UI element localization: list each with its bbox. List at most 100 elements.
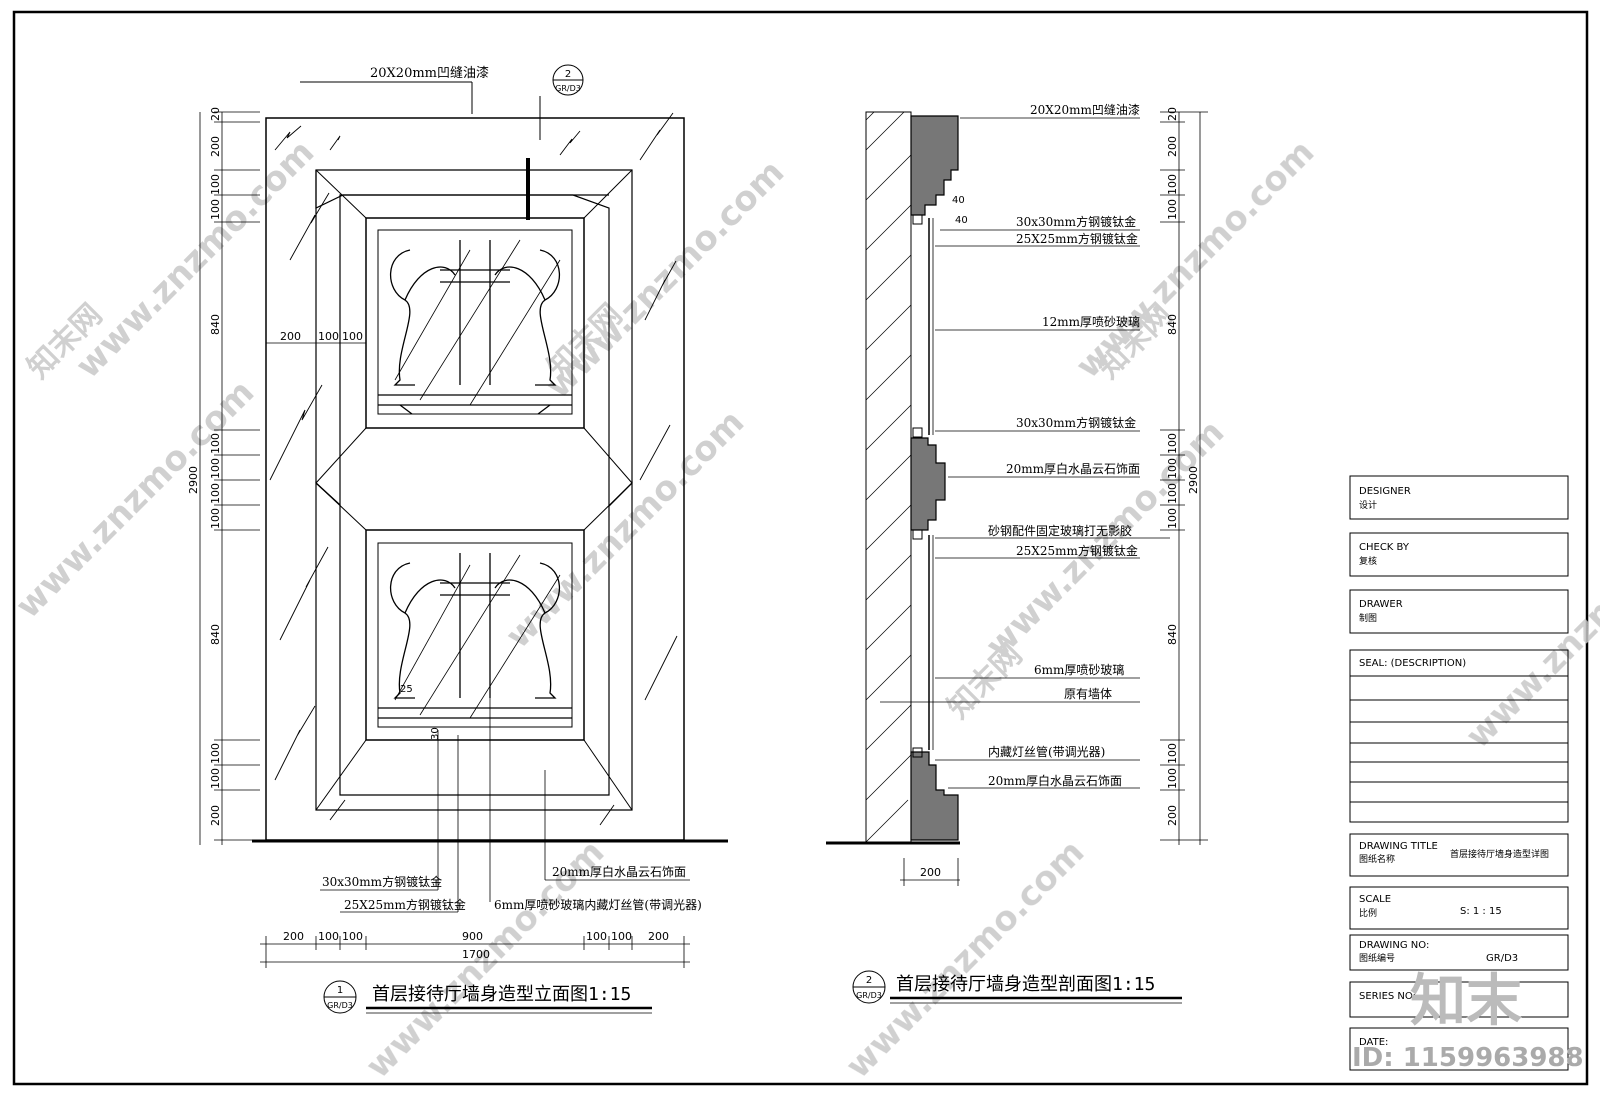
tb-drawing-no-en: DRAWING NO: bbox=[1359, 940, 1429, 951]
elevation-outer-panel bbox=[265, 117, 685, 841]
elevation-callout-1: 30x30mm方钢镀钛金 bbox=[322, 874, 442, 889]
watermark-id: ID: 1159963988 bbox=[1352, 1043, 1584, 1073]
section-dim-small-1: 40 bbox=[952, 195, 965, 206]
dim-bottom-1: 200 bbox=[283, 930, 304, 943]
section-right-dims bbox=[1160, 111, 1208, 845]
section-leaders bbox=[880, 117, 1170, 789]
section-dim-4: 100 bbox=[1166, 199, 1179, 220]
dim-small-25: 25 bbox=[400, 684, 413, 695]
upper-grille-ornament bbox=[378, 240, 572, 415]
tb-designer-cn: 设计 bbox=[1359, 499, 1377, 511]
dim-small-30: 30 bbox=[430, 727, 441, 740]
tb-drawing-title-cn: 图纸名称 bbox=[1359, 853, 1395, 865]
dim-left-4: 100 bbox=[209, 199, 222, 220]
section-mark-sheet: GR/D3 bbox=[555, 84, 581, 93]
dim-left-7: 100 bbox=[209, 458, 222, 479]
section-dim-12: 100 bbox=[1166, 768, 1179, 789]
elevation-callout-leaders bbox=[320, 650, 690, 913]
section-mark-num: 2 bbox=[565, 69, 571, 80]
tb-drawing-no-value: GR/D3 bbox=[1486, 953, 1518, 964]
elevation-ref-num: 1 bbox=[337, 985, 343, 996]
watermark-logo: 知末 bbox=[1410, 969, 1522, 1034]
tb-drawer-en: DRAWER bbox=[1359, 599, 1403, 610]
dim-inner-1: 200 bbox=[280, 330, 301, 343]
section-label-3: 25X25mm方钢镀钛金 bbox=[1016, 231, 1138, 246]
section-label-9: 6mm厚喷砂玻璃 bbox=[1034, 663, 1124, 677]
wall-hatch bbox=[865, 111, 912, 843]
section-label-12: 20mm厚白水晶云石饰面 bbox=[988, 773, 1122, 788]
section-title: 首层接待厅墙身造型剖面图1:15 bbox=[896, 974, 1155, 995]
glass-hatching bbox=[394, 239, 561, 719]
dim-left-5: 840 bbox=[209, 314, 222, 335]
tb-drawing-title-en: DRAWING TITLE bbox=[1359, 841, 1438, 852]
tb-seal: SEAL: (DESCRIPTION) bbox=[1359, 658, 1466, 669]
dim-bottom-3: 100 bbox=[342, 930, 363, 943]
section-label-1: 20X20mm凹缝油漆 bbox=[1030, 102, 1140, 117]
watermark-brand-3: 知末网 bbox=[941, 637, 1029, 725]
dim-bottom-2: 100 bbox=[318, 930, 339, 943]
section-cladding-bottom bbox=[910, 751, 959, 841]
tb-scale-cn: 比例 bbox=[1359, 907, 1377, 919]
section-dim-1: 20 bbox=[1166, 107, 1179, 121]
dim-bottom-4: 900 bbox=[462, 930, 483, 943]
elevation-title: 首层接待厅墙身造型立面图1:15 bbox=[372, 984, 631, 1005]
watermark-site-6: www.znzmo.com bbox=[978, 412, 1232, 666]
elevation-callout-2: 25X25mm方钢镀钛金 bbox=[344, 897, 466, 912]
tb-scale-value: S: 1 : 15 bbox=[1460, 906, 1502, 917]
elevation-left-dims bbox=[199, 111, 260, 845]
section-dim-6: 100 bbox=[1166, 433, 1179, 454]
section-dim-3: 100 bbox=[1166, 174, 1179, 195]
section-label-11: 内藏灯丝管(带调光器) bbox=[988, 744, 1105, 759]
dim-left-10: 840 bbox=[209, 624, 222, 645]
watermark-site-8: www.znzmo.com bbox=[838, 832, 1092, 1086]
section-dim-10: 840 bbox=[1166, 624, 1179, 645]
dim-left-2: 200 bbox=[209, 136, 222, 157]
title-block bbox=[1349, 475, 1569, 1071]
tb-check-en: CHECK BY bbox=[1359, 542, 1410, 553]
dim-inner-3: 100 bbox=[342, 330, 363, 343]
tb-drawing-no-cn: 图纸编号 bbox=[1359, 952, 1395, 964]
marble-veins bbox=[269, 112, 678, 826]
dim-left-6: 100 bbox=[209, 433, 222, 454]
dim-left-9: 100 bbox=[209, 508, 222, 529]
tb-drawer-cn: 制图 bbox=[1359, 612, 1377, 624]
tb-check-cn: 复核 bbox=[1359, 555, 1377, 567]
watermark-site-1: www.znzmo.com bbox=[68, 132, 322, 386]
dim-bottom-5: 100 bbox=[586, 930, 607, 943]
watermark-site-9: www.znzmo.com bbox=[1458, 502, 1600, 756]
dim-bottom-7: 200 bbox=[648, 930, 669, 943]
section-ref-num: 2 bbox=[866, 975, 872, 986]
existing-wall bbox=[865, 111, 912, 843]
tb-scale-en: SCALE bbox=[1359, 894, 1391, 905]
dim-left-8: 100 bbox=[209, 483, 222, 504]
elevation-callout-3: 20mm厚白水晶云石饰面 bbox=[552, 864, 686, 879]
dim-bottom-total: 1700 bbox=[462, 948, 490, 961]
tb-designer-en: DESIGNER bbox=[1359, 486, 1411, 497]
section-ref-sheet: GR/D3 bbox=[856, 991, 882, 1000]
elevation-bottom-dims bbox=[260, 936, 690, 968]
upper-glass-panel bbox=[365, 217, 585, 429]
section-dim-13: 200 bbox=[1166, 805, 1179, 826]
section-label-10: 原有墙体 bbox=[1064, 687, 1112, 701]
section-dim-total: 2900 bbox=[1187, 466, 1200, 494]
section-dim-5: 840 bbox=[1166, 314, 1179, 335]
dim-left-total: 2900 bbox=[187, 466, 200, 494]
tb-drawing-title-value: 首层接待厅墙身造型详图 bbox=[1450, 848, 1549, 860]
section-label-5: 30x30mm方钢镀钛金 bbox=[1016, 415, 1136, 430]
section-dim-7: 100 bbox=[1166, 458, 1179, 479]
dim-left-13: 200 bbox=[209, 805, 222, 826]
elevation-inner-dims bbox=[265, 336, 367, 350]
section-cladding-top bbox=[910, 115, 959, 216]
tb-series-en: SERIES NO: bbox=[1359, 991, 1416, 1002]
dim-left-3: 100 bbox=[209, 174, 222, 195]
section-bottom-dim bbox=[900, 858, 960, 886]
section-dim-2: 200 bbox=[1166, 136, 1179, 157]
section-dim-9: 100 bbox=[1166, 508, 1179, 529]
section-dim-8: 100 bbox=[1166, 483, 1179, 504]
section-dim-11: 100 bbox=[1166, 743, 1179, 764]
upper-frame-outer bbox=[315, 169, 633, 508]
section-label-6: 20mm厚白水晶云石饰面 bbox=[1006, 461, 1140, 476]
section-dim-bottom: 200 bbox=[920, 866, 941, 879]
dim-left-12: 100 bbox=[209, 768, 222, 789]
